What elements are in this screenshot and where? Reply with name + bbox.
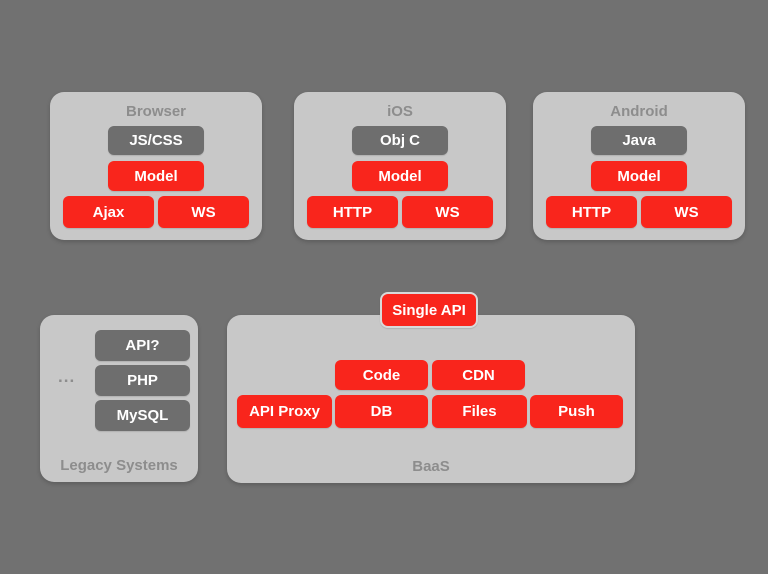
baas-box-code: Code — [335, 360, 428, 390]
android-transport-row: HTTP WS — [546, 196, 732, 228]
android-transport-box-http: HTTP — [546, 196, 637, 228]
baas-box-db: DB — [335, 395, 428, 428]
android-language-box: Java — [591, 126, 687, 155]
baas-box-files: Files — [432, 395, 527, 428]
browser-transport-row: Ajax WS — [63, 196, 249, 228]
ios-transport-row: HTTP WS — [307, 196, 493, 228]
ios-panel: iOS Obj C Model HTTP WS — [294, 92, 506, 240]
baas-panel-title: BaaS — [412, 458, 450, 475]
browser-transport-box-ws: WS — [158, 196, 249, 228]
legacy-systems-panel: ... API? PHP MySQL Legacy Systems — [40, 315, 198, 482]
legacy-boxes-stack: API? PHP MySQL — [95, 330, 190, 435]
legacy-box-mysql: MySQL — [95, 400, 190, 431]
android-panel: Android Java Model HTTP WS — [533, 92, 745, 240]
single-api-badge: Single API — [380, 292, 478, 328]
android-model-box: Model — [591, 161, 687, 191]
legacy-panel-title: Legacy Systems — [60, 457, 178, 474]
android-transport-box-ws: WS — [641, 196, 732, 228]
baas-box-cdn: CDN — [432, 360, 525, 390]
browser-language-box: JS/CSS — [108, 126, 204, 155]
browser-model-box: Model — [108, 161, 204, 191]
ios-language-box: Obj C — [352, 126, 448, 155]
baas-box-push: Push — [530, 395, 623, 428]
legacy-box-php: PHP — [95, 365, 190, 396]
android-panel-title: Android — [610, 103, 668, 120]
ios-model-box: Model — [352, 161, 448, 191]
ios-transport-box-http: HTTP — [307, 196, 398, 228]
browser-panel-title: Browser — [125, 103, 187, 120]
baas-panel: Code CDN API Proxy DB Files Push BaaS — [227, 315, 635, 483]
browser-transport-box-ajax: Ajax — [63, 196, 154, 228]
legacy-ellipsis: ... — [58, 367, 76, 386]
browser-panel: Browser JS/CSS Model Ajax WS — [50, 92, 262, 240]
ios-transport-box-ws: WS — [402, 196, 493, 228]
baas-box-api-proxy: API Proxy — [237, 395, 332, 428]
ios-panel-title: iOS — [387, 103, 413, 120]
legacy-box-api: API? — [95, 330, 190, 361]
